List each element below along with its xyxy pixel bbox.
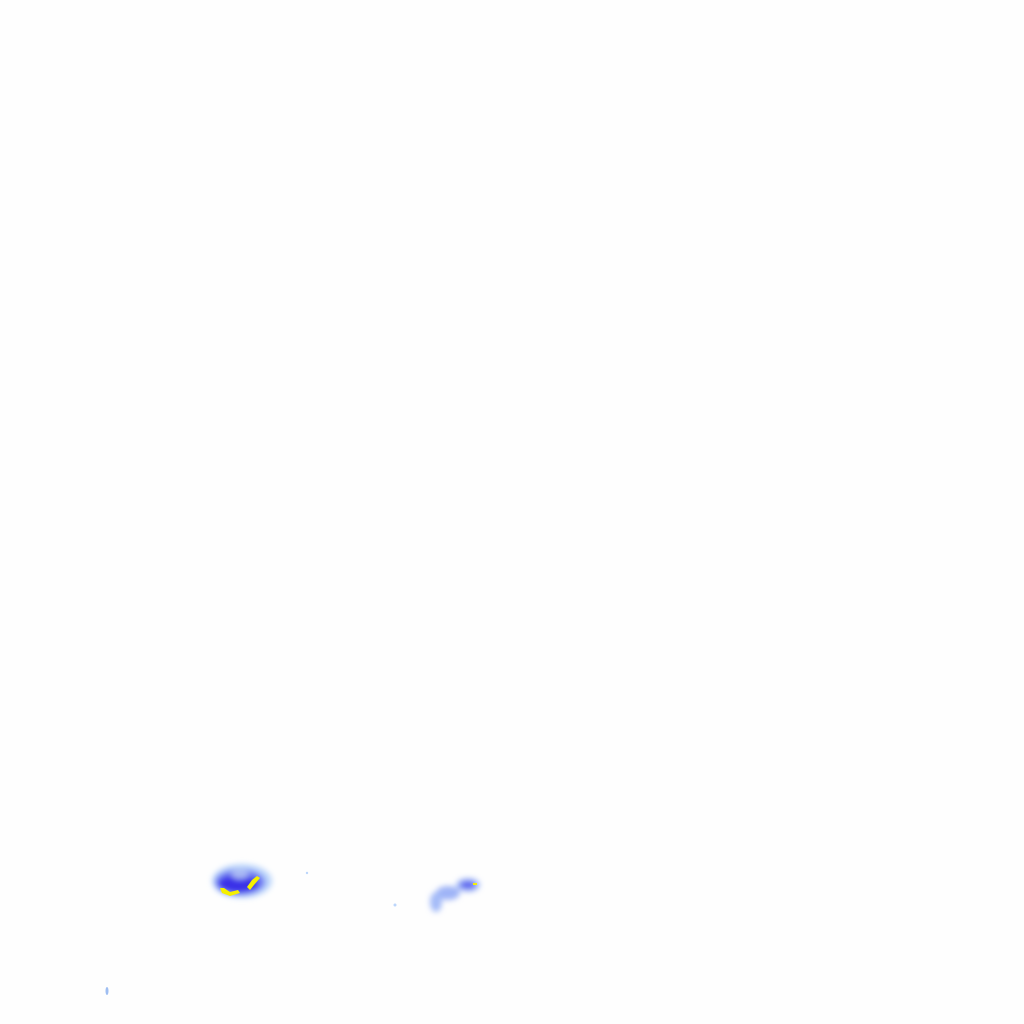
extreme-core	[220, 876, 260, 896]
storm-cell-east	[430, 878, 480, 912]
storm-cell-west	[212, 864, 272, 898]
scattered-echoes	[105, 871, 397, 995]
extreme-point	[473, 883, 477, 885]
